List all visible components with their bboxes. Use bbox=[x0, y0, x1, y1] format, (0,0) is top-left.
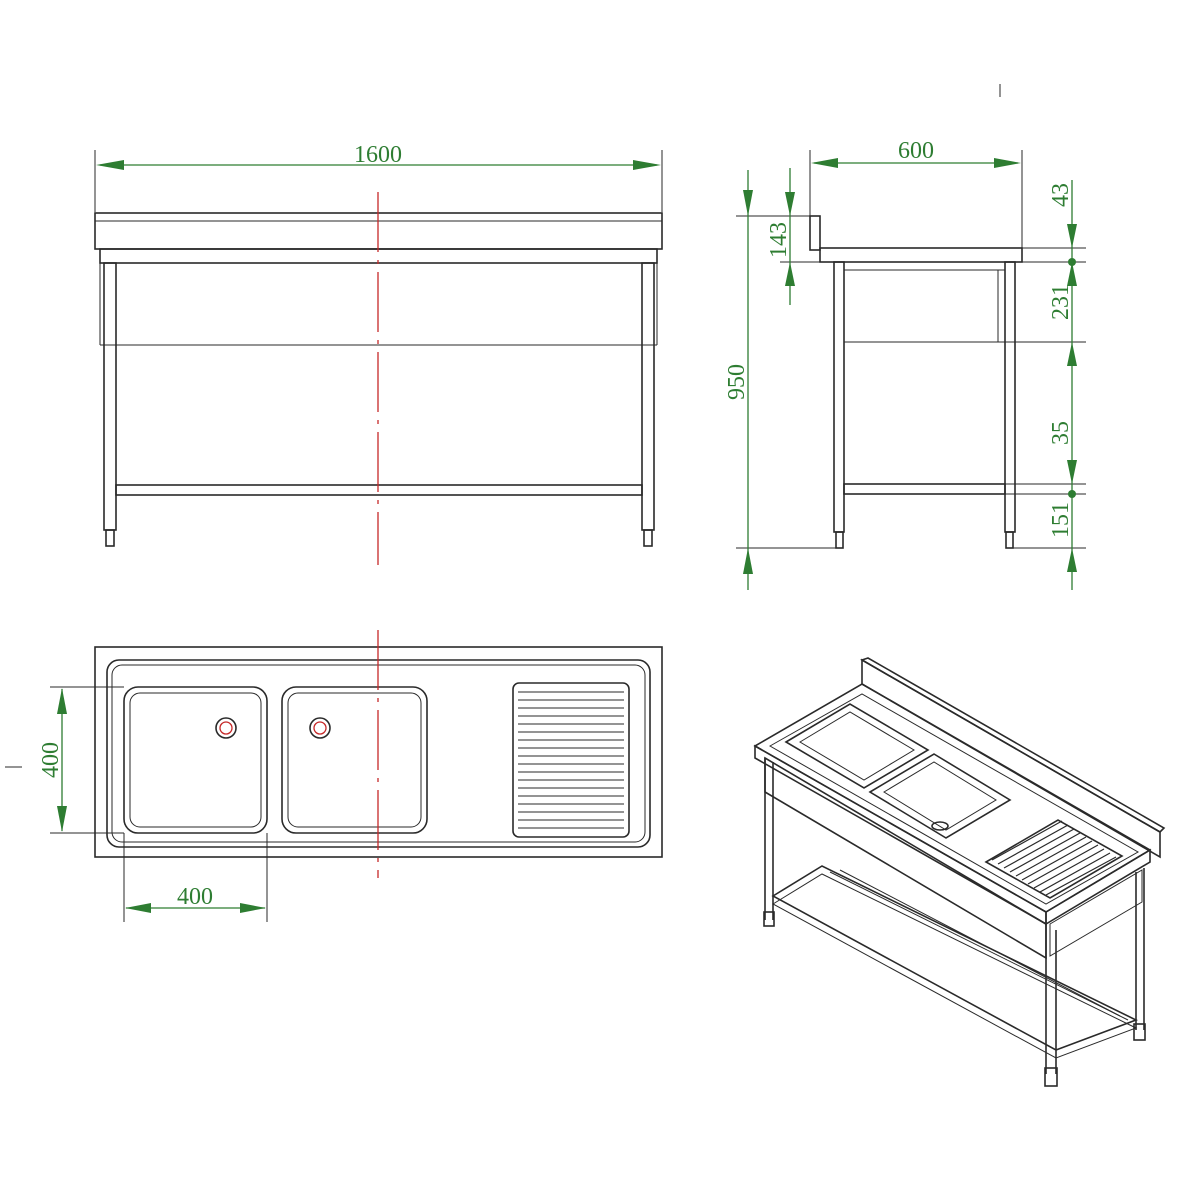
width-label: 1600 bbox=[354, 142, 402, 168]
bowl-depth-top-label: 400 bbox=[38, 742, 64, 778]
front-view: 1600 bbox=[94, 142, 663, 565]
bowl-depth-side-label: 231 bbox=[1048, 284, 1074, 320]
iso-bowl-right bbox=[868, 753, 1012, 839]
upstand-top-label: 43 bbox=[1048, 183, 1074, 207]
shelf-thickness-label: 35 bbox=[1048, 421, 1074, 445]
drain-right bbox=[309, 717, 331, 739]
drainer bbox=[512, 682, 630, 838]
upstand-height-label: 143 bbox=[766, 222, 792, 258]
total-height-label: 950 bbox=[724, 364, 750, 400]
drain-left bbox=[215, 717, 237, 739]
iso-bowl-left bbox=[784, 703, 930, 789]
bowl-right bbox=[281, 686, 428, 834]
top-view: 400 400 bbox=[5, 630, 663, 922]
shelf-height-label: 151 bbox=[1048, 502, 1074, 538]
depth-label: 600 bbox=[898, 138, 934, 164]
bowl-width-label: 400 bbox=[177, 884, 213, 910]
bowl-left bbox=[123, 686, 268, 834]
width-dimension: 1600 bbox=[94, 142, 663, 212]
isometric-view bbox=[753, 657, 1166, 1087]
side-view: 600 950 143 bbox=[724, 84, 1086, 590]
iso-drainer bbox=[984, 819, 1124, 899]
